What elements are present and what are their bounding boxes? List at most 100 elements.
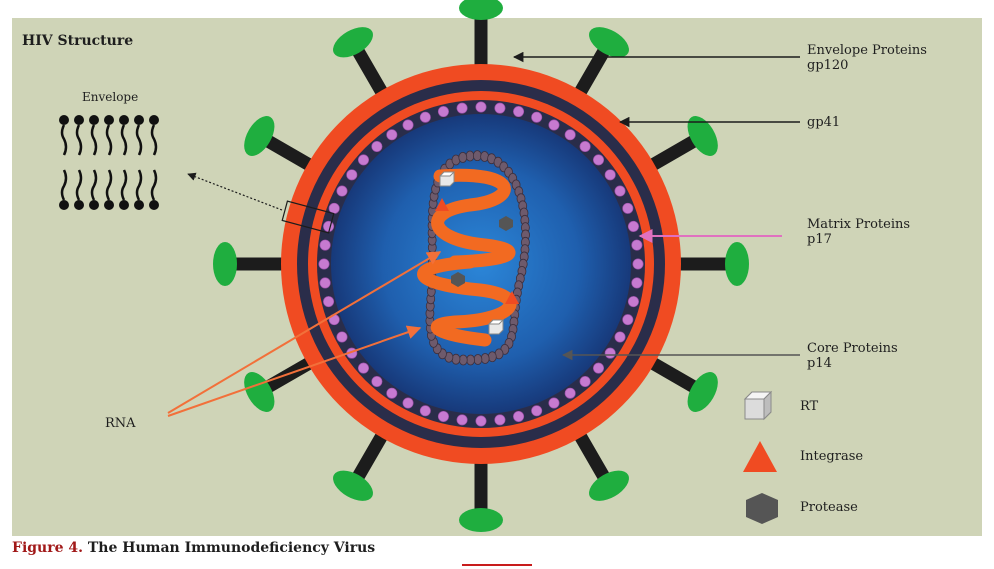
lipid-tail xyxy=(150,124,158,156)
matrix-dot xyxy=(604,347,616,359)
matrix-dot xyxy=(336,331,348,343)
matrix-dot xyxy=(614,185,626,197)
matrix-dot xyxy=(622,202,634,214)
p14-label: p14 xyxy=(807,356,832,371)
triangle-icon xyxy=(743,441,777,472)
matrix-dot xyxy=(319,239,331,251)
lipid-tail xyxy=(60,169,68,201)
protease-enzyme-2 xyxy=(451,272,465,287)
gp120-cap xyxy=(687,372,718,412)
gp120-cap xyxy=(333,470,373,501)
lipid-head xyxy=(89,200,99,210)
lipid-head xyxy=(104,115,114,125)
rt-enzyme xyxy=(438,171,456,187)
rna-label: RNA xyxy=(105,416,136,431)
matrix-dot xyxy=(564,387,576,399)
matrix-dot xyxy=(579,140,591,152)
rna-strand-1 xyxy=(431,168,516,269)
rt-enzyme-2 xyxy=(487,319,505,335)
lipid-head xyxy=(104,200,114,210)
p17-label: p17 xyxy=(807,232,832,247)
matrix-dot xyxy=(346,169,358,181)
protease-enzyme xyxy=(499,216,513,231)
figure-caption: Figure 4. The Human Immunodeficiency Vir… xyxy=(12,540,375,556)
cube-icon xyxy=(743,390,773,421)
matrix-dot xyxy=(604,169,616,181)
matrix-dot xyxy=(318,258,330,270)
matrix-dot xyxy=(456,414,468,426)
matrix-dot xyxy=(513,410,525,422)
envelope-zoom-line xyxy=(187,172,283,211)
lipid-tail xyxy=(135,124,143,156)
lipid-head xyxy=(134,200,144,210)
core-proteins-label: Core Proteins xyxy=(807,341,898,356)
matrix-dot xyxy=(386,129,398,141)
lipid-head xyxy=(74,200,84,210)
matrix-dot xyxy=(632,258,644,270)
legend-protease-label: Protease xyxy=(800,500,858,515)
matrix-dot xyxy=(494,102,506,114)
matrix-dot xyxy=(548,119,560,131)
gp120-cap xyxy=(589,27,629,58)
figure-number: Figure 4. xyxy=(12,540,83,556)
lipid-tail xyxy=(90,124,98,156)
lipid-tail xyxy=(120,124,128,156)
lipid-tail xyxy=(135,169,143,201)
matrix-dot xyxy=(323,296,335,308)
matrix-dot xyxy=(593,362,605,374)
matrix-dot xyxy=(531,405,543,417)
gp120-cap xyxy=(589,470,629,501)
matrix-dot xyxy=(627,296,639,308)
matrix-dot xyxy=(531,111,543,123)
lipid-tail xyxy=(60,124,68,156)
matrix-dot xyxy=(371,140,383,152)
matrix-dot xyxy=(548,397,560,409)
capsid-bead xyxy=(458,354,468,366)
gp120-cap xyxy=(333,27,373,58)
matrix-dot xyxy=(323,220,335,232)
gp120-cap xyxy=(725,242,749,286)
capsid-bead xyxy=(451,353,461,365)
legend-rt-label: RT xyxy=(800,399,819,414)
matrix-dot xyxy=(336,185,348,197)
matrix-dot xyxy=(627,220,639,232)
gp120-cap xyxy=(687,116,718,156)
gp120-label: gp120 xyxy=(807,58,849,73)
lipid-tail xyxy=(90,169,98,201)
gp41-label: gp41 xyxy=(807,115,841,130)
matrix-dot xyxy=(631,239,643,251)
diagram-title: HIV Structure xyxy=(22,33,134,49)
capsid-bead xyxy=(480,353,490,364)
lipid-head xyxy=(119,200,129,210)
lipid-tail xyxy=(150,169,158,201)
matrix-dot xyxy=(371,376,383,388)
envelope-label: Envelope xyxy=(82,90,139,104)
legend-integrase-label: Integrase xyxy=(800,449,864,464)
matrix-dot xyxy=(475,415,487,427)
caption-underline xyxy=(462,564,532,566)
lipid-head xyxy=(59,200,69,210)
matrix-dot xyxy=(419,405,431,417)
lipid-bilayer-icon xyxy=(59,115,159,210)
capsid-bead xyxy=(458,152,468,163)
gp120-cap xyxy=(213,242,237,286)
lipid-head xyxy=(149,115,159,125)
matrix-dot xyxy=(494,414,506,426)
capsid-bead xyxy=(487,351,497,363)
lipid-tail xyxy=(120,169,128,201)
rna-pointer-2 xyxy=(167,325,422,417)
lipid-head xyxy=(134,115,144,125)
matrix-dot xyxy=(328,202,340,214)
matrix-dot xyxy=(579,376,591,388)
matrix-dot xyxy=(456,102,468,114)
matrix-protein-dots xyxy=(318,101,644,427)
matrix-dot xyxy=(357,154,369,166)
lipid-tail xyxy=(75,124,83,156)
matrix-dot xyxy=(593,154,605,166)
matrix-dot xyxy=(437,106,449,118)
integrase-enzyme xyxy=(435,198,449,211)
rna-pointer-1 xyxy=(167,251,442,414)
lipid-head xyxy=(149,200,159,210)
gp120-cap xyxy=(459,508,503,532)
